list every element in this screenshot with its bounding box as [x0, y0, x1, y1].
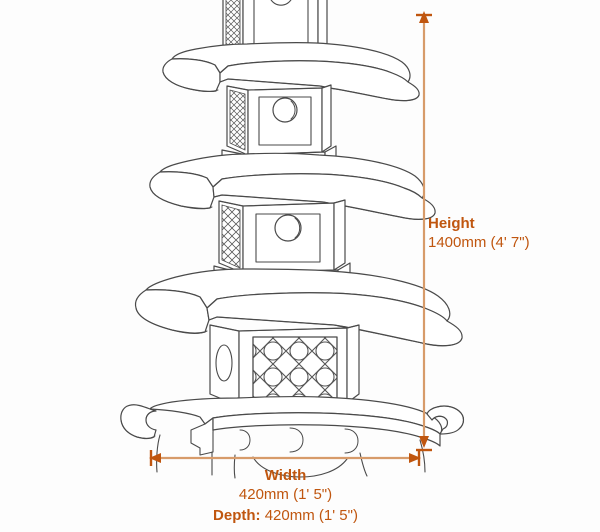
width-label-value: 420mm (1' 5") [238, 486, 333, 503]
width-label-title: Width [264, 467, 307, 484]
roof-tier-1 [162, 41, 420, 102]
roof-tier-2 [149, 152, 436, 220]
height-dimension-label: Height 1400mm (4' 7") [428, 214, 530, 252]
depth-dimension-label: Depth: 420mm (1' 5") [153, 506, 418, 525]
depth-label-value: 420mm (1' 5") [264, 507, 358, 524]
roof-tier-3 [134, 268, 463, 347]
depth-label-title: Depth: [213, 507, 265, 524]
height-label-value: 1400mm (4' 7") [428, 234, 530, 251]
tier-bottom-body [209, 324, 360, 407]
width-dimension-label: Width 420mm (1' 5") [153, 466, 418, 504]
height-label-title: Height [428, 215, 475, 232]
width-dimension-line [149, 450, 421, 466]
base-platform [120, 395, 465, 479]
